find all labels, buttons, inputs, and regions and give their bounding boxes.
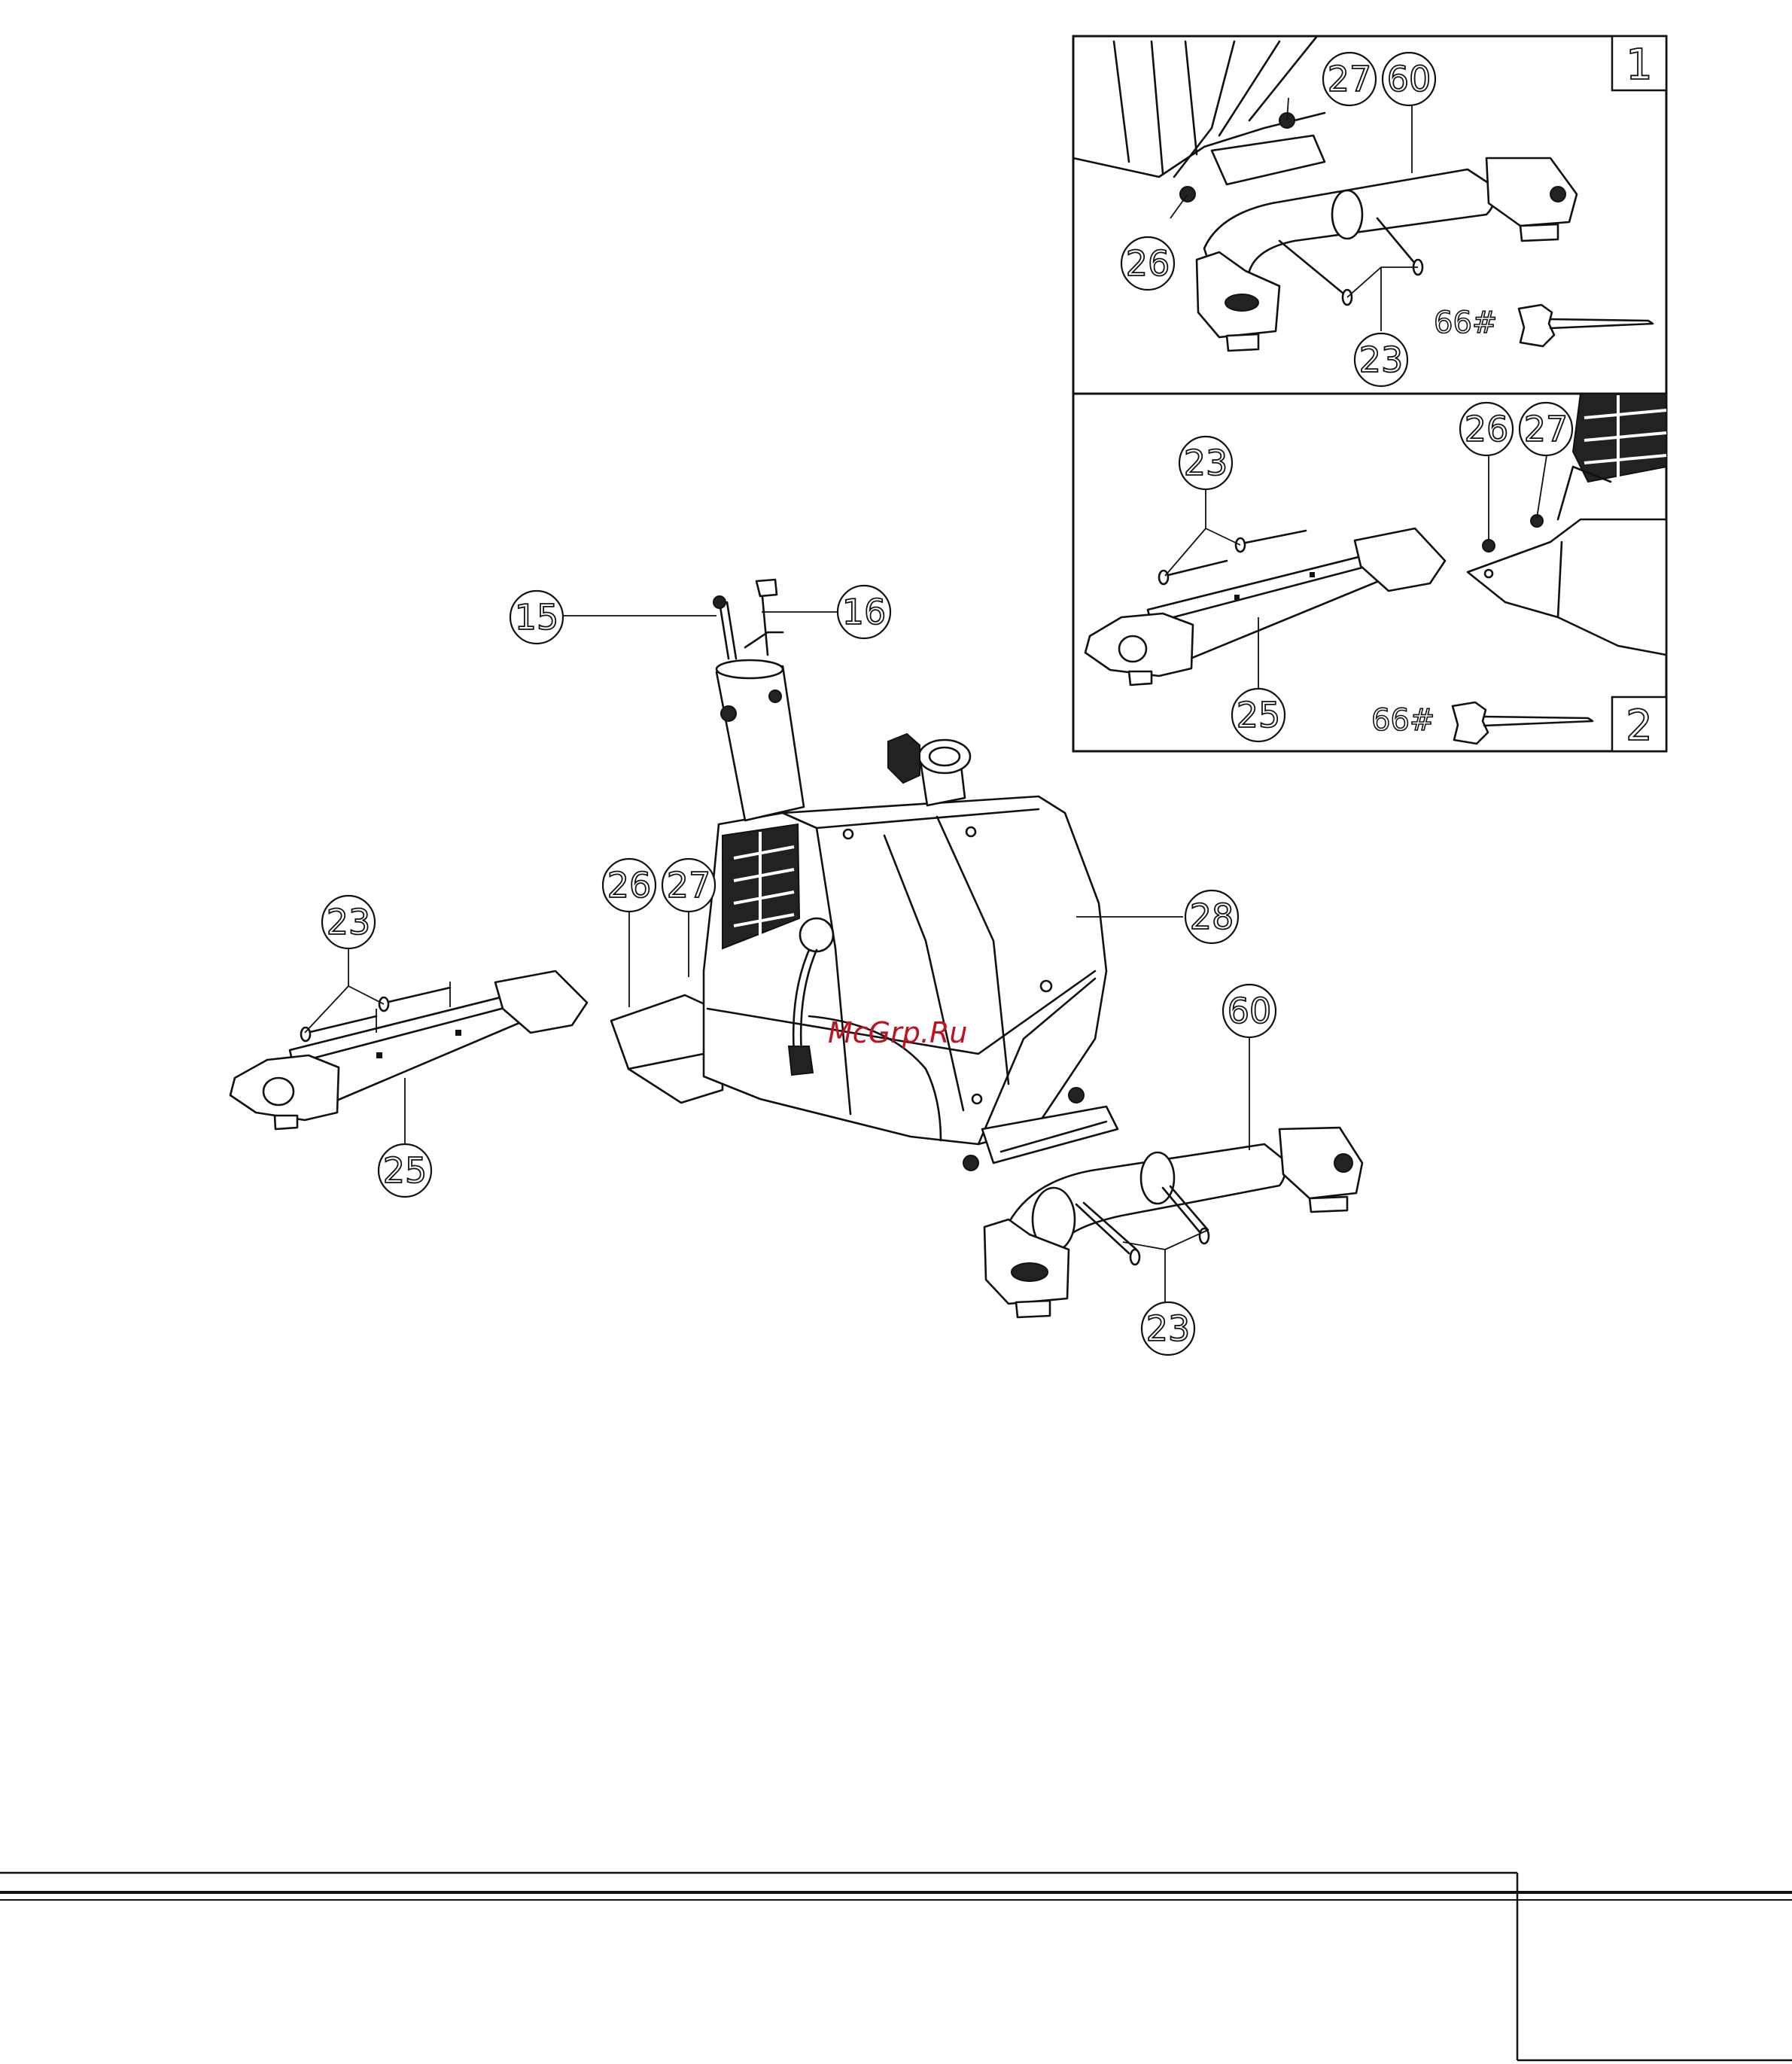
svg-text:27: 27 — [1524, 409, 1568, 449]
callout-25: 25 — [379, 1144, 431, 1197]
svg-text:23: 23 — [1146, 1308, 1191, 1349]
svg-text:26: 26 — [607, 865, 652, 906]
svg-text:15: 15 — [515, 597, 559, 638]
detail-panel-2: 2 23 — [1073, 394, 1666, 751]
detail-2-callout-26: 26 — [1460, 403, 1513, 455]
svg-text:23: 23 — [1359, 339, 1404, 380]
detail-1-callout-60: 60 — [1383, 53, 1435, 105]
svg-text:25: 25 — [383, 1150, 427, 1191]
tool-label-2: 66# — [1371, 703, 1435, 738]
svg-text:25: 25 — [1237, 695, 1281, 735]
svg-text:27: 27 — [667, 865, 711, 906]
title-block — [0, 1873, 1792, 2060]
svg-text:60: 60 — [1387, 59, 1431, 99]
callout-60: 60 — [1223, 985, 1276, 1037]
svg-text:26: 26 — [1126, 243, 1170, 284]
detail-2-callout-27: 27 — [1520, 403, 1572, 455]
tool-label-1: 66# — [1434, 306, 1497, 340]
svg-text:60: 60 — [1228, 991, 1272, 1031]
watermark: McGrp.Ru — [828, 1016, 967, 1049]
callout-27: 27 — [662, 859, 715, 912]
detail-2-callout-23: 23 — [1179, 437, 1232, 489]
detail-1-callout-23: 23 — [1355, 333, 1407, 386]
callout-15: 15 — [510, 591, 563, 644]
detail-1-callout-27: 27 — [1323, 53, 1376, 105]
detail-panel-1: 1 27 — [1073, 36, 1666, 394]
svg-text:28: 28 — [1190, 897, 1234, 937]
panel-1-number: 1 — [1626, 41, 1653, 90]
detail-2-callout-25: 25 — [1232, 689, 1285, 741]
callout-28: 28 — [1185, 890, 1238, 943]
detail-1-callout-26: 26 — [1121, 237, 1174, 290]
callout-16: 16 — [838, 586, 890, 638]
front-stabilizer-drawing — [230, 971, 587, 1129]
svg-text:16: 16 — [842, 592, 887, 632]
svg-text:23: 23 — [1184, 443, 1228, 483]
svg-text:23: 23 — [327, 902, 371, 942]
svg-text:26: 26 — [1465, 409, 1509, 449]
callout-26: 26 — [603, 859, 656, 912]
rear-stabilizer-drawing — [984, 1128, 1362, 1317]
panel-2-number: 2 — [1626, 702, 1653, 750]
callout-23-rear: 23 — [1142, 1302, 1194, 1355]
svg-text:27: 27 — [1328, 59, 1372, 99]
callout-23-front: 23 — [322, 896, 375, 948]
